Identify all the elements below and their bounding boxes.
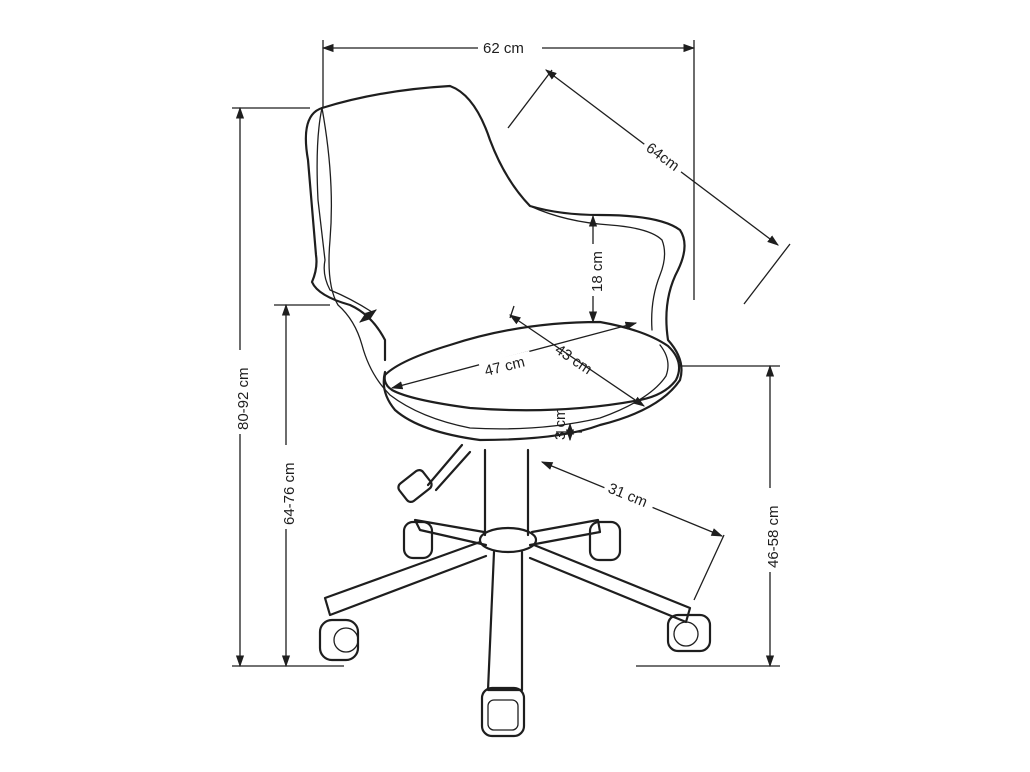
base-arm-right bbox=[528, 543, 692, 624]
caster-right bbox=[666, 613, 712, 653]
caster-front bbox=[480, 686, 526, 738]
label-total-width: 62 cm bbox=[483, 40, 524, 57]
base-hub bbox=[478, 526, 538, 554]
label-seat-depth: 43 cm bbox=[552, 341, 595, 378]
height-lever bbox=[426, 443, 472, 492]
caster-back-left bbox=[402, 520, 434, 560]
label-armrest-floor-height: 64-76 cm bbox=[281, 462, 298, 525]
label-seat-thickness: 3 cm bbox=[552, 407, 569, 440]
base-arm-front bbox=[486, 550, 524, 692]
backrest-inner bbox=[316, 107, 373, 313]
backrest-top bbox=[320, 84, 686, 442]
base-arm-left bbox=[323, 540, 488, 617]
dimension-lines bbox=[232, 40, 791, 668]
caster-back-right bbox=[588, 520, 622, 562]
dim-seat-depth bbox=[509, 314, 645, 407]
base-arm-back-left bbox=[413, 518, 488, 547]
caster-left bbox=[318, 618, 360, 662]
label-armrest-height: 18 cm bbox=[589, 251, 606, 292]
chair-illustration bbox=[304, 84, 712, 738]
gas-cylinder bbox=[483, 448, 530, 537]
shell-inner bbox=[321, 107, 669, 430]
dim-seat-front-thickness bbox=[359, 309, 377, 323]
lever-knob bbox=[397, 469, 433, 503]
label-total-height: 80-92 cm bbox=[235, 367, 252, 430]
label-seat-floor-height: 46-58 cm bbox=[765, 505, 782, 568]
dimension-labels: 62 cm 64cm 80-92 cm 64-76 cm 46-58 cm 18… bbox=[230, 36, 782, 572]
